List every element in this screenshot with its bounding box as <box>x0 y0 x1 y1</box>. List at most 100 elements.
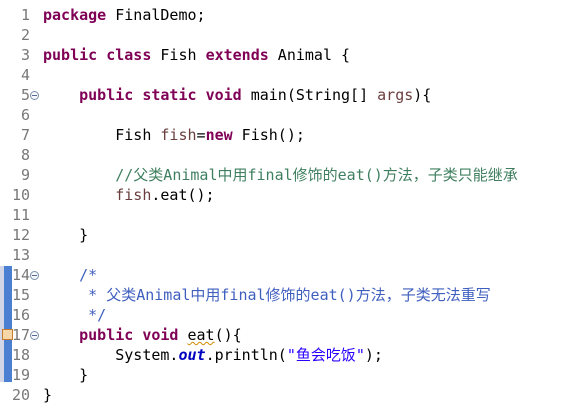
code-token: fish <box>160 126 197 144</box>
code-token: void <box>142 326 179 344</box>
code-token: /* <box>79 266 98 284</box>
line-number: 20 <box>11 386 30 404</box>
code-token <box>133 326 142 344</box>
code-text[interactable]: //父类Animal中用final修饰的eat()方法，子类只能继承 <box>43 165 518 185</box>
selection-marker <box>4 266 12 382</box>
code-token: .println( <box>205 346 287 364</box>
code-text[interactable]: Fish fish=new Fish(); <box>43 125 305 145</box>
line-number: 18 <box>11 346 30 364</box>
code-line[interactable]: 10 fish.eat(); <box>0 185 578 205</box>
code-line[interactable]: 7 Fish fish=new Fish(); <box>0 125 578 145</box>
code-token: extends <box>205 46 269 64</box>
code-token: } <box>43 226 89 244</box>
code-token <box>43 86 79 104</box>
code-token: Fish <box>43 126 161 144</box>
code-token: Fish <box>151 46 206 64</box>
code-token <box>43 306 88 324</box>
code-token: ); <box>364 346 383 364</box>
fold-toggle-icon[interactable] <box>30 91 39 100</box>
code-token: eat <box>187 326 215 344</box>
code-token: * 父类Animal中用final修饰的eat()方法，子类无法重写 <box>88 286 491 304</box>
code-token: Animal { <box>268 46 351 64</box>
code-token: //父类Animal中用final修饰的eat()方法，子类只能继承 <box>115 166 518 184</box>
code-token <box>178 326 187 344</box>
error-marker-icon[interactable] <box>2 329 13 340</box>
code-token <box>97 46 106 64</box>
code-line[interactable]: 1 package FinalDemo; <box>0 5 578 25</box>
code-token: System. <box>43 346 179 364</box>
code-text[interactable]: */ <box>43 305 106 325</box>
line-number: 9 <box>20 166 30 184</box>
code-text[interactable]: System.out.println("鱼会吃饭"); <box>43 345 383 365</box>
code-token <box>43 286 88 304</box>
code-line[interactable]: 6 <box>0 105 578 125</box>
code-token: void <box>205 86 242 104</box>
fold-toggle-icon[interactable] <box>30 271 39 280</box>
line-number: 12 <box>11 226 30 244</box>
code-token: package <box>43 6 107 24</box>
code-line[interactable]: 2 <box>0 25 578 45</box>
code-line[interactable]: 9 //父类Animal中用final修饰的eat()方法，子类只能继承 <box>0 165 578 185</box>
code-line[interactable]: 16 */ <box>0 305 578 325</box>
code-token: ){ <box>413 86 432 104</box>
code-token <box>133 86 142 104</box>
code-token: static <box>142 86 197 104</box>
line-number: 10 <box>11 186 30 204</box>
code-token: = <box>196 126 206 144</box>
code-token: public <box>43 46 98 64</box>
code-token: class <box>106 46 152 64</box>
line-number: 1 <box>20 6 30 24</box>
code-token: } <box>43 366 89 384</box>
code-token: args <box>377 86 414 104</box>
code-text[interactable]: fish.eat(); <box>43 185 214 205</box>
change-ruler <box>0 266 5 382</box>
code-text[interactable]: public static void main(String[] args){ <box>43 85 431 105</box>
line-number: 13 <box>11 246 30 264</box>
fold-toggle-icon[interactable] <box>30 331 39 340</box>
code-line[interactable]: 18 System.out.println("鱼会吃饭"); <box>0 345 578 365</box>
code-line[interactable]: 13 <box>0 245 578 265</box>
code-text[interactable]: * 父类Animal中用final修饰的eat()方法，子类无法重写 <box>43 285 491 305</box>
line-number: 11 <box>11 206 30 224</box>
line-number: 8 <box>20 146 30 164</box>
code-line[interactable]: 17 public void eat(){ <box>0 325 578 345</box>
code-text[interactable]: /* <box>43 265 97 285</box>
line-number: 19 <box>11 366 30 384</box>
code-token: } <box>43 386 53 404</box>
code-text[interactable]: } <box>43 385 52 405</box>
code-line[interactable]: 8 <box>0 145 578 165</box>
code-token: Fish(); <box>232 126 305 144</box>
code-line[interactable]: 14 /* <box>0 265 578 285</box>
code-text[interactable]: } <box>43 225 88 245</box>
code-token: */ <box>88 306 107 324</box>
code-token <box>197 86 206 104</box>
code-text[interactable]: public void eat(){ <box>43 325 242 345</box>
code-line[interactable]: 3 public class Fish extends Animal { <box>0 45 578 65</box>
line-number: 15 <box>11 286 30 304</box>
code-token: main(String[] <box>241 86 378 104</box>
line-number: 5 <box>20 86 30 104</box>
code-line[interactable]: 15 * 父类Animal中用final修饰的eat()方法，子类无法重写 <box>0 285 578 305</box>
line-number: 14 <box>11 266 30 284</box>
code-token <box>43 266 79 284</box>
line-number: 7 <box>20 126 30 144</box>
code-line[interactable]: 19 } <box>0 365 578 385</box>
code-token: public <box>79 86 134 104</box>
code-token: "鱼会吃饭" <box>286 346 365 364</box>
code-token <box>43 166 115 184</box>
line-number: 16 <box>11 306 30 324</box>
line-number: 3 <box>20 46 30 64</box>
code-line[interactable]: 20} <box>0 385 578 405</box>
code-line[interactable]: 4 <box>0 65 578 85</box>
code-text[interactable]: package FinalDemo; <box>43 5 206 25</box>
code-line[interactable]: 11 <box>0 205 578 225</box>
code-token: FinalDemo; <box>106 6 206 24</box>
code-text[interactable]: public class Fish extends Animal { <box>43 45 350 65</box>
code-line[interactable]: 5 public static void main(String[] args)… <box>0 85 578 105</box>
code-text[interactable]: } <box>43 365 88 385</box>
code-token: fish <box>115 186 152 204</box>
line-number: 2 <box>20 26 30 44</box>
code-line[interactable]: 12 } <box>0 225 578 245</box>
line-number: 17 <box>11 326 30 344</box>
